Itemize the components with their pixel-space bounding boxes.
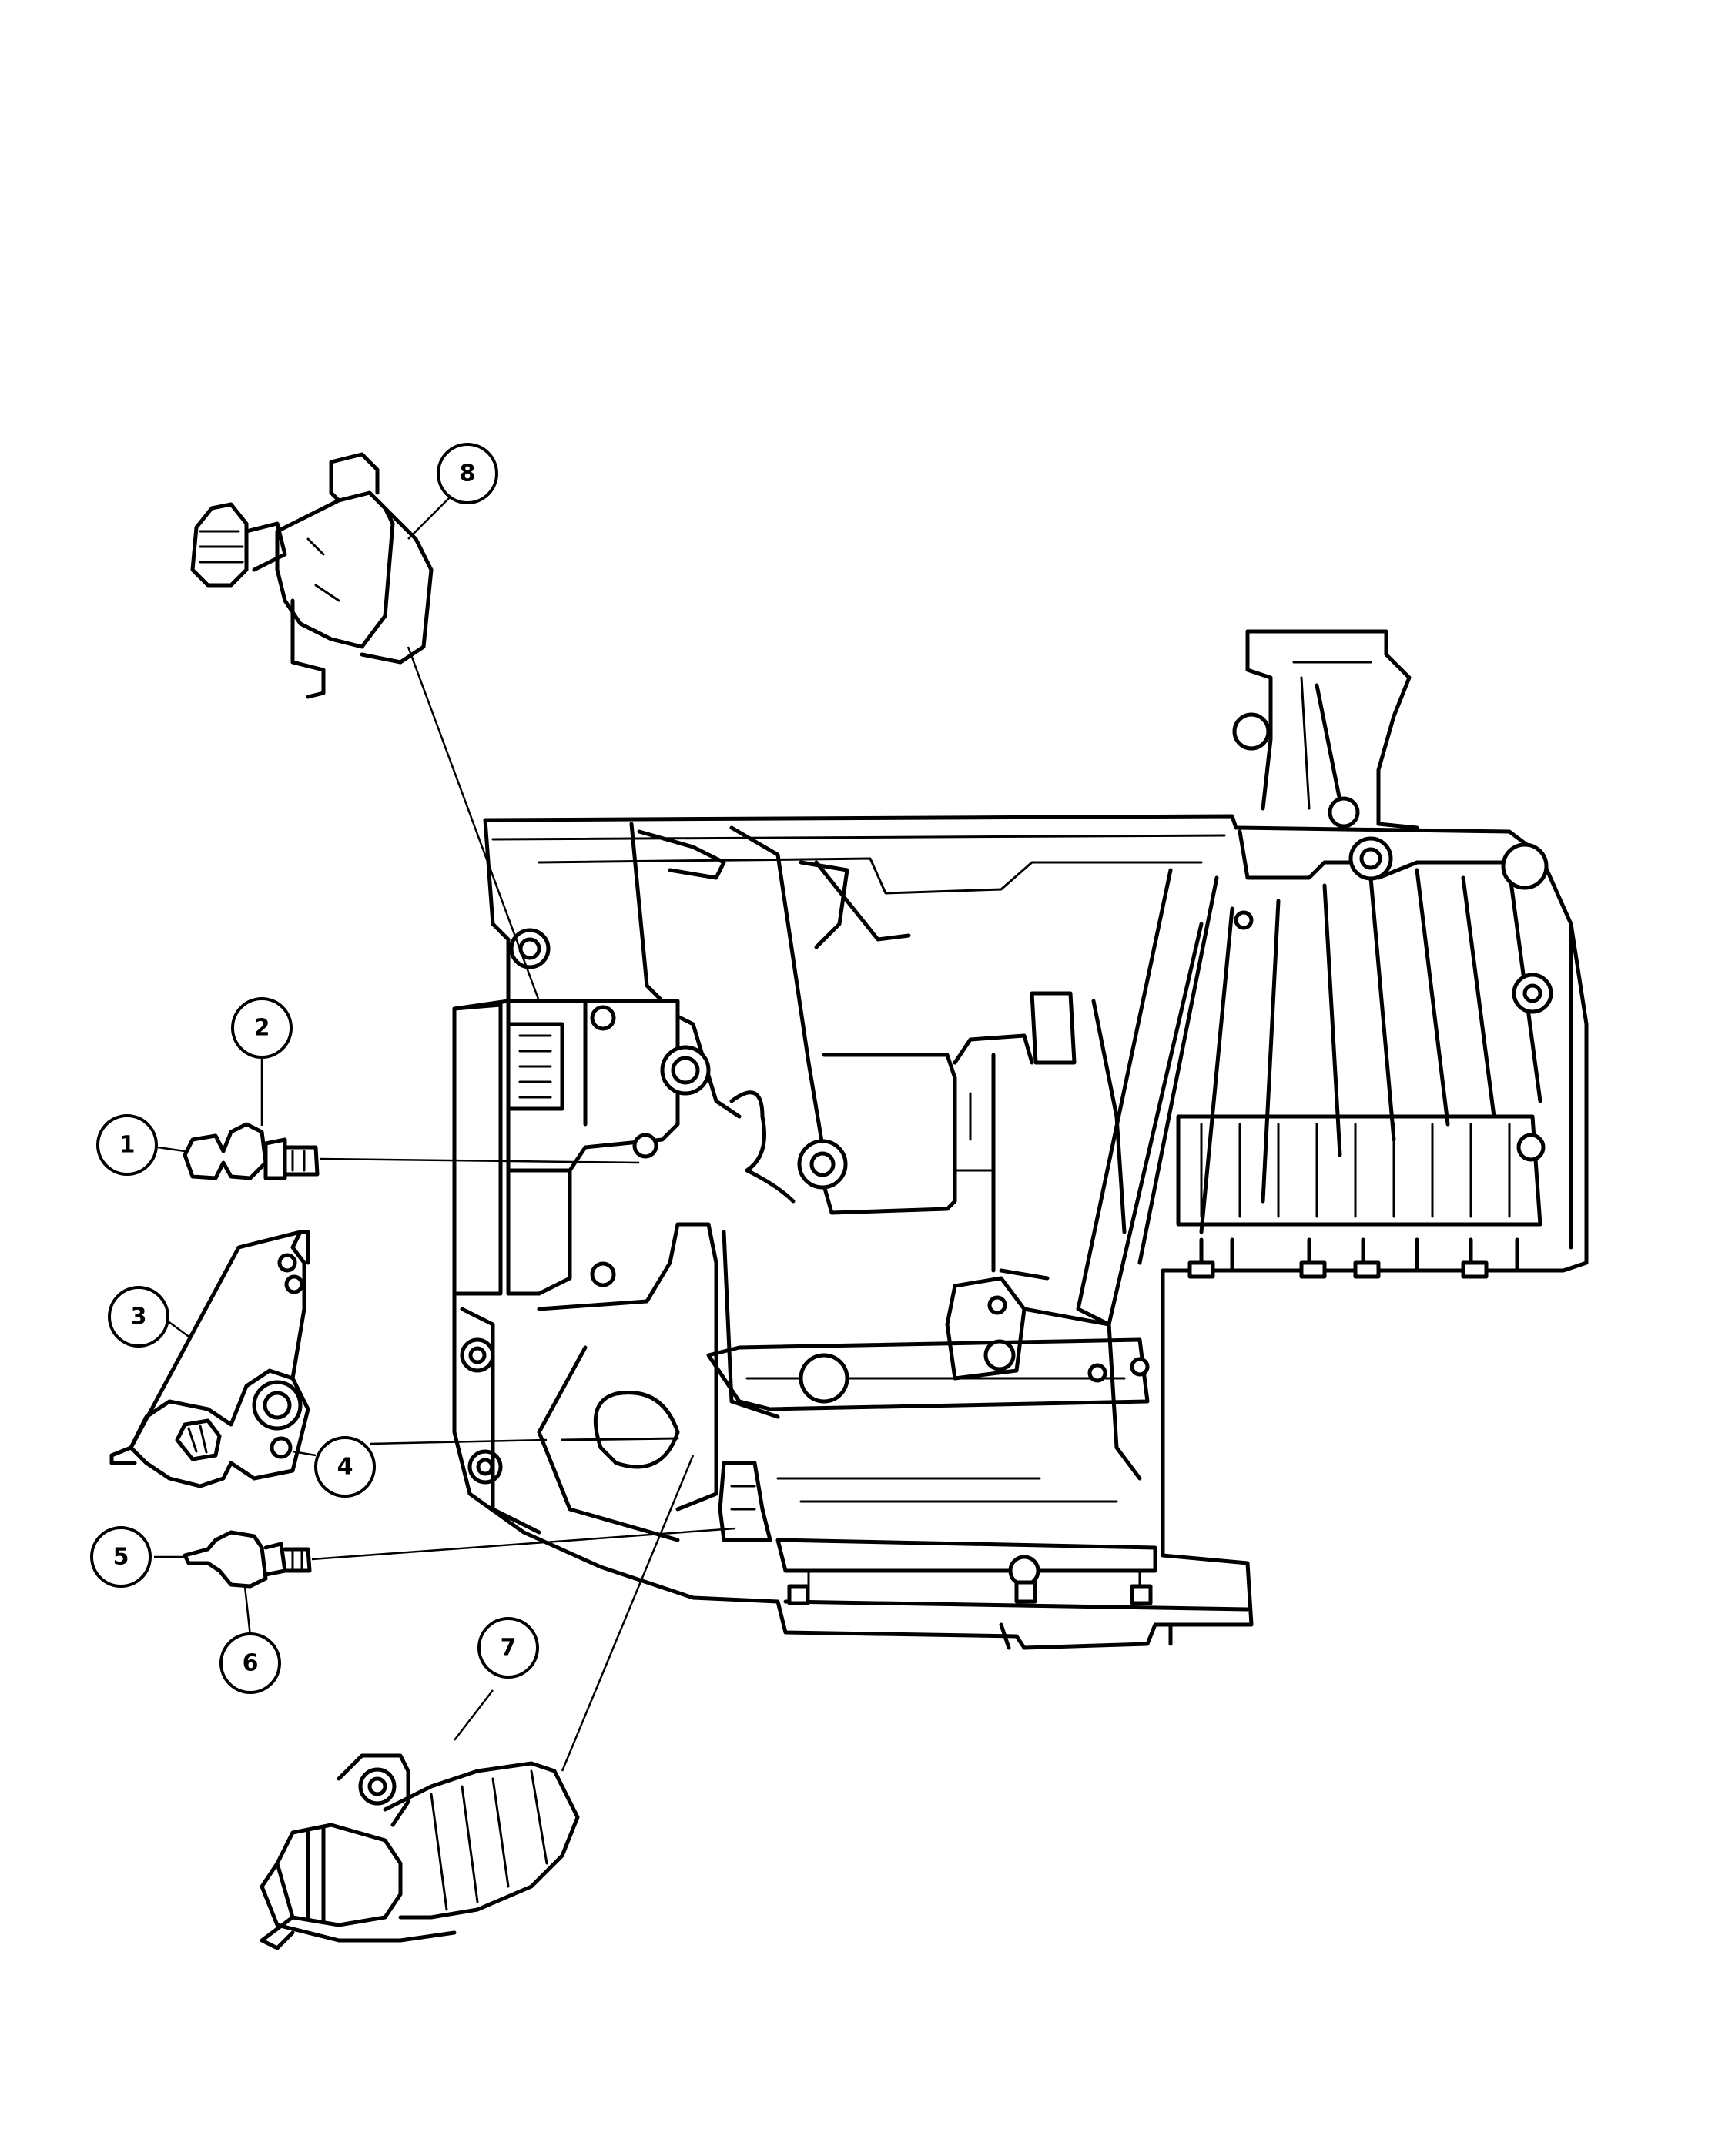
callout-4-label: 4	[337, 1454, 353, 1481]
callout-2-label: 2	[254, 1015, 270, 1042]
callout-2: 2	[231, 997, 293, 1059]
callout-5: 5	[90, 1526, 152, 1588]
speed-sensor-part-5-6	[183, 1530, 312, 1589]
callout-8-label: 8	[460, 460, 476, 487]
callout-6: 6	[219, 1632, 281, 1694]
solenoid-part-8	[190, 452, 434, 699]
range-sensor-part-7	[260, 1753, 580, 1950]
range-sensor-7-leader	[454, 1455, 695, 1772]
callout-7: 7	[477, 1617, 539, 1679]
callout-7-label: 7	[501, 1635, 517, 1662]
range-sensor-part-3-4	[109, 1230, 310, 1488]
callout-3: 3	[108, 1286, 169, 1348]
callout-8: 8	[437, 443, 498, 504]
sensor-part-1-2	[183, 1122, 320, 1180]
callout-6-label: 6	[243, 1650, 259, 1677]
callout-1: 1	[96, 1114, 158, 1176]
speed-sensor-leader	[154, 1527, 736, 1637]
callout-4: 4	[314, 1436, 376, 1498]
callout-1-label: 1	[119, 1132, 136, 1159]
callout-5-label: 5	[113, 1544, 129, 1571]
transmission-case	[452, 629, 1589, 1650]
sensor-leader	[157, 1046, 640, 1164]
callout-3-label: 3	[131, 1304, 147, 1331]
solenoid-leader	[407, 492, 541, 1002]
